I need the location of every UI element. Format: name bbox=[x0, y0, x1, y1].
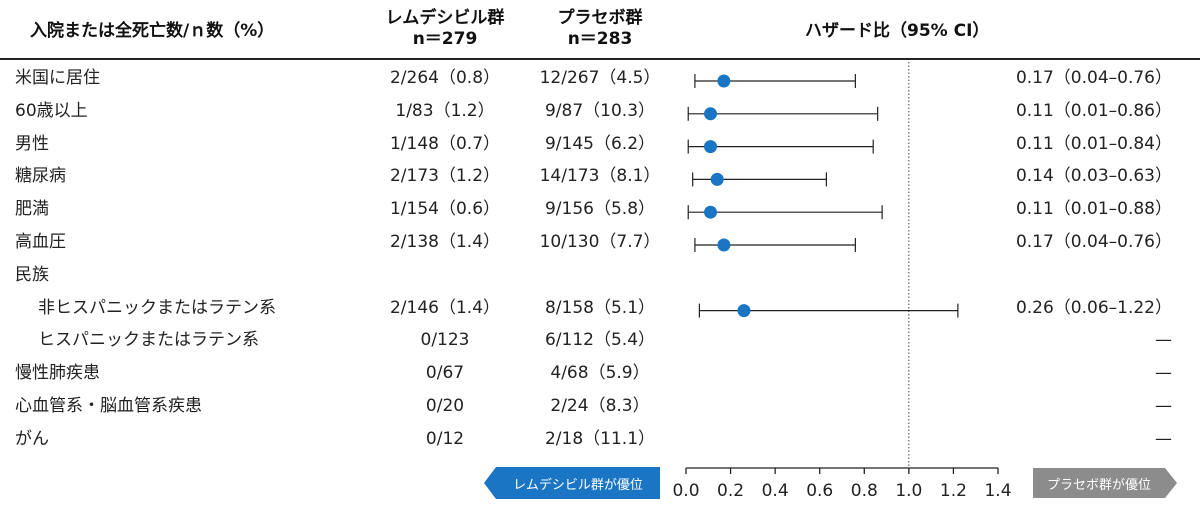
hazard-ratio-value: 0.14（0.03–0.63） bbox=[1015, 166, 1172, 187]
table-row: 慢性肺疾患 0/67 4/68（5.9） — bbox=[0, 357, 1200, 389]
placebo-value: 2/18（11.1） bbox=[544, 428, 656, 449]
remdesivir-header: レムデシビル群 n＝279 bbox=[355, 8, 535, 50]
table-row: がん 0/12 2/18（11.1） — bbox=[0, 423, 1200, 455]
hazard-ratio-value: — bbox=[1155, 330, 1172, 351]
remdesivir-value: 0/67 bbox=[425, 363, 465, 384]
row-label: 非ヒスパニックまたはラテン系 bbox=[38, 297, 276, 318]
placebo-value: 6/112（5.4） bbox=[544, 330, 656, 351]
hazard-ratio-point bbox=[717, 238, 731, 252]
x-tick-label: 1.0 bbox=[895, 481, 922, 501]
placebo-value: 4/68（5.9） bbox=[550, 363, 650, 384]
hazard-ratio-point bbox=[704, 140, 718, 154]
hazard-ratio-header: ハザード比（95% CI） bbox=[805, 21, 990, 41]
row-label: 糖尿病 bbox=[15, 166, 66, 187]
subgroup-header: 入院または全死亡数/ｎ数（%） bbox=[30, 21, 275, 41]
placebo-group-name: プラセボ群 bbox=[557, 8, 643, 28]
table-row: 肥満 1/154（0.6） 9/156（5.8） 0.11（0.01–0.88） bbox=[0, 193, 1200, 225]
x-tick-label: 0.0 bbox=[672, 481, 699, 501]
placebo-value: 9/145（6.2） bbox=[544, 133, 656, 154]
row-label: ヒスパニックまたはラテン系 bbox=[38, 330, 259, 351]
row-label: 米国に居住 bbox=[15, 68, 100, 88]
x-tick-label: 1.2 bbox=[940, 481, 967, 501]
table-row: 男性 1/148（0.7） 9/145（6.2） 0.11（0.01–0.84） bbox=[0, 128, 1200, 160]
placebo-value: 8/158（5.1） bbox=[544, 297, 656, 318]
remdesivir-group-name: レムデシビル群 bbox=[385, 8, 505, 28]
hazard-ratio-value: 0.11（0.01–0.84） bbox=[1015, 133, 1172, 154]
hazard-ratio-value: 0.17（0.04–0.76） bbox=[1015, 232, 1172, 252]
hazard-ratio-value: 0.11（0.01–0.88） bbox=[1015, 199, 1172, 220]
remdesivir-value: 0/12 bbox=[425, 428, 465, 449]
favors-remdesivir-arrow: レムデシビル群が優位 bbox=[484, 467, 660, 499]
hazard-ratio-value: — bbox=[1155, 428, 1172, 449]
placebo-value: 2/24（8.3） bbox=[550, 396, 650, 416]
hazard-ratio-point bbox=[704, 205, 718, 219]
placebo-value: 14/173（8.1） bbox=[539, 166, 661, 187]
remdesivir-value: 2/146（1.4） bbox=[389, 297, 501, 318]
x-tick-label: 0.6 bbox=[806, 481, 833, 501]
favors-remdesivir-label: レムデシビル群が優位 bbox=[513, 477, 643, 493]
placebo-value: 12/267（4.5） bbox=[539, 68, 661, 88]
hazard-ratio-value: — bbox=[1155, 363, 1172, 384]
remdesivir-value: 2/173（1.2） bbox=[389, 166, 501, 187]
hazard-ratio-value: 0.17（0.04–0.76） bbox=[1015, 68, 1172, 88]
remdesivir-value: 1/154（0.6） bbox=[389, 199, 501, 220]
hazard-ratio-point bbox=[704, 107, 718, 121]
table-row: 60歳以上 1/83（1.2） 9/87（10.3） 0.11（0.01–0.86） bbox=[0, 95, 1200, 127]
x-tick-label: 0.2 bbox=[717, 481, 744, 501]
hazard-ratio-value: 0.26（0.06–1.22） bbox=[1015, 297, 1172, 318]
favors-placebo-arrow: プラセボ群が優位 bbox=[1033, 468, 1177, 498]
hazard-ratio-point bbox=[710, 172, 724, 186]
x-tick-label: 0.4 bbox=[762, 481, 789, 501]
remdesivir-value: 0/123 bbox=[420, 330, 470, 351]
remdesivir-value: 1/83（1.2） bbox=[395, 100, 495, 121]
table-row: 心血管系・脳血管系疾患 0/20 2/24（8.3） — bbox=[0, 390, 1200, 422]
row-label: がん bbox=[15, 428, 49, 449]
row-label: 肥満 bbox=[15, 199, 49, 220]
table-row: 非ヒスパニックまたはラテン系 2/146（1.4） 8/158（5.1） 0.26（0… bbox=[0, 292, 1200, 324]
table-row: 糖尿病 2/173（1.2） 14/173（8.1） 0.14（0.03–0.63） bbox=[0, 160, 1200, 192]
row-label: 心血管系・脳血管系疾患 bbox=[15, 396, 202, 416]
row-label: 高血圧 bbox=[15, 232, 66, 252]
row-label: 男性 bbox=[15, 133, 49, 154]
remdesivir-value: 0/20 bbox=[425, 396, 465, 416]
placebo-value: 9/156（5.8） bbox=[544, 199, 656, 220]
table-row: 高血圧 2/138（1.4） 10/130（7.7） 0.17（0.04–0.76） bbox=[0, 226, 1200, 258]
remdesivir-n: n＝279 bbox=[412, 29, 478, 49]
remdesivir-value: 2/138（1.4） bbox=[389, 232, 501, 252]
placebo-value: 9/87（10.3） bbox=[544, 100, 656, 121]
table-row: ヒスパニックまたはラテン系 0/123 6/112（5.4） — bbox=[0, 324, 1200, 356]
x-tick-label: 1.4 bbox=[984, 481, 1011, 501]
header-rule bbox=[0, 58, 1200, 60]
hazard-ratio-value: 0.11（0.01–0.86） bbox=[1015, 100, 1172, 121]
hazard-ratio-point bbox=[737, 304, 751, 318]
remdesivir-value: 2/264（0.8） bbox=[389, 68, 501, 88]
table-row: 民族 bbox=[0, 259, 1200, 291]
row-label: 60歳以上 bbox=[15, 100, 88, 121]
hazard-ratio-value: — bbox=[1155, 396, 1172, 416]
table-row: 米国に居住 2/264（0.8） 12/267（4.5） 0.17（0.04–0.76… bbox=[0, 62, 1200, 94]
row-label: 民族 bbox=[15, 264, 49, 285]
remdesivir-value: 1/148（0.7） bbox=[389, 133, 501, 154]
favors-remdesivir-shape bbox=[484, 467, 660, 499]
placebo-value: 10/130（7.7） bbox=[539, 232, 661, 252]
x-tick-label: 0.8 bbox=[851, 481, 878, 501]
favors-placebo-shape bbox=[1033, 468, 1177, 498]
placebo-header: プラセボ群 n＝283 bbox=[505, 8, 695, 50]
placebo-n: n＝283 bbox=[567, 29, 633, 49]
row-label: 慢性肺疾患 bbox=[15, 363, 100, 384]
hazard-ratio-point bbox=[717, 74, 731, 88]
favors-placebo-label: プラセボ群が優位 bbox=[1046, 477, 1151, 493]
